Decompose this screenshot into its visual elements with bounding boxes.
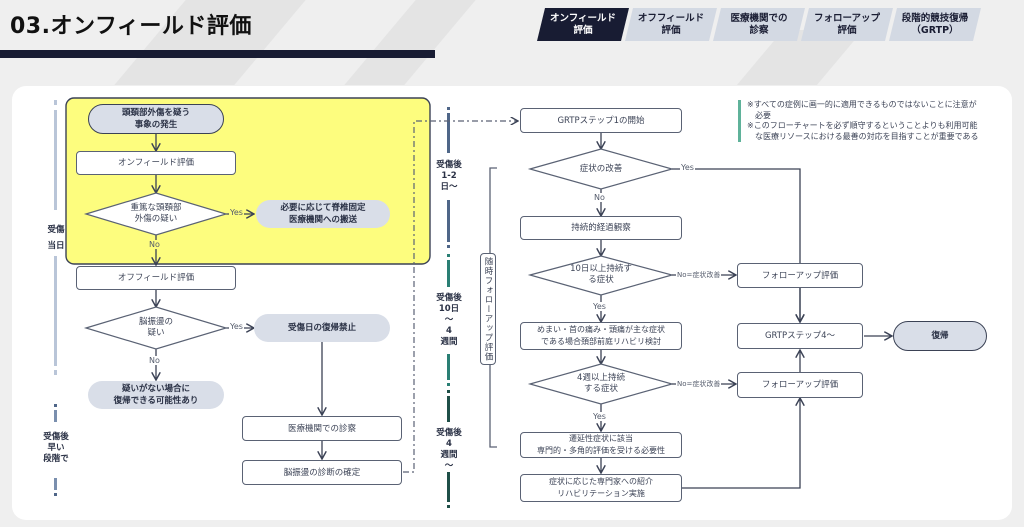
tab-offfield[interactable]: オフフィールド 評価 <box>625 8 717 41</box>
tab-onfield[interactable]: オンフィールド 評価 <box>537 8 629 41</box>
edge-yes-label: Yes <box>592 302 607 311</box>
edge-no-label: No <box>148 356 161 365</box>
edge-no-improved-label: No=症状改善 <box>676 379 722 389</box>
edge-yes-label: Yes <box>592 412 607 421</box>
offfield-eval-node: オフフィールド評価 <box>76 266 236 290</box>
symptom-improve-question: 症状の改善 <box>579 164 623 174</box>
medical-exam-node: 医療機関での診察 <box>242 416 402 441</box>
phase-bar-day1-2 <box>447 107 450 248</box>
tab-medical[interactable]: 医療機関での 診察 <box>713 8 805 41</box>
followup-eval-node-2: フォローアップ評価 <box>737 372 863 398</box>
edge-no-label: No <box>593 193 606 202</box>
tab-grtp[interactable]: 段階的競技復帰 （GRTP） <box>889 8 981 41</box>
specialist-referral-node: 症状に応じた専門家への紹介 リハビリテーション実施 <box>520 474 682 502</box>
no-return-today-node: 受傷日の復帰禁止 <box>254 314 390 342</box>
concussion-question: 脳振盪の 疑い <box>138 317 173 338</box>
spine-transport-node: 必要に応じて脊椎固定 医療機関への搬送 <box>256 200 390 228</box>
follow-up-side-label: 随時フォローアップ評価 <box>480 253 496 365</box>
phase-bar-week4 <box>447 390 450 508</box>
symptom-10d-question: 10日以上持続す る症状 <box>570 264 632 285</box>
phase-label-day10-4w: 受傷後 10日 〜 4 週間 <box>436 293 462 347</box>
phase-label-week4: 受傷後 4 週間 〜 <box>436 428 462 471</box>
caution-note: ※すべての症例に画一的に適用できるものではないことに注意が 必要 ※このフローチ… <box>738 100 997 142</box>
edge-no-improved-label: No=症状改善 <box>676 270 722 280</box>
edge-no-label: No <box>148 240 161 249</box>
start-event-node: 頭頚部外傷を疑う 事象の発生 <box>88 104 224 134</box>
page-title: 03.オンフィールド評価 <box>10 14 252 39</box>
phase-bar-injury-day <box>54 100 57 375</box>
followup-eval-node-1: フォローアップ評価 <box>737 263 863 288</box>
possible-return-node: 疑いがない場合に 復帰できる可能性あり <box>88 381 224 409</box>
return-to-play-node: 復帰 <box>893 321 987 351</box>
phase-bar-early <box>54 404 57 496</box>
severe-injury-question: 重篤な頭頚部 外傷の疑い <box>130 203 182 224</box>
phase-label-early: 受傷後 早い 段階で <box>43 432 69 464</box>
diagnosis-confirmed-node: 脳振盪の診断の確定 <box>242 460 402 485</box>
phase-bar-day10-4w <box>447 254 450 386</box>
observation-node: 持続的経過観察 <box>520 216 682 240</box>
phase-label-day1-2: 受傷後 1-2 日〜 <box>436 160 462 192</box>
edge-yes-label: Yes <box>229 322 244 331</box>
grtp-step1-node: GRTPステップ1の開始 <box>520 108 682 133</box>
edge-yes-label: Yes <box>229 208 244 217</box>
onfield-eval-node: オンフィールド評価 <box>76 151 236 175</box>
step-tabs: オンフィールド 評価 オフフィールド 評価 医療機関での 診察 フォローアップ … <box>537 8 977 41</box>
persistent-symptoms-node: 遷延性症状に該当 専門的・多角的評価を受ける必要性 <box>520 432 682 458</box>
concussion-decision <box>83 306 229 350</box>
severe-injury-decision <box>83 192 229 236</box>
edge-yes-label: Yes <box>680 163 695 172</box>
vestibular-rehab-node: めまい・首の痛み・頭痛が主な症状 である場合頚部前庭リハビリ検討 <box>520 322 682 350</box>
symptom-4w-question: 4週以上持続 する症状 <box>577 373 625 394</box>
tab-followup[interactable]: フォローアップ 評価 <box>801 8 893 41</box>
phase-label-injury-day: 受傷 当日 <box>47 225 65 251</box>
title-underline <box>0 50 435 58</box>
grtp-step4-node: GRTPステップ4〜 <box>737 323 863 349</box>
